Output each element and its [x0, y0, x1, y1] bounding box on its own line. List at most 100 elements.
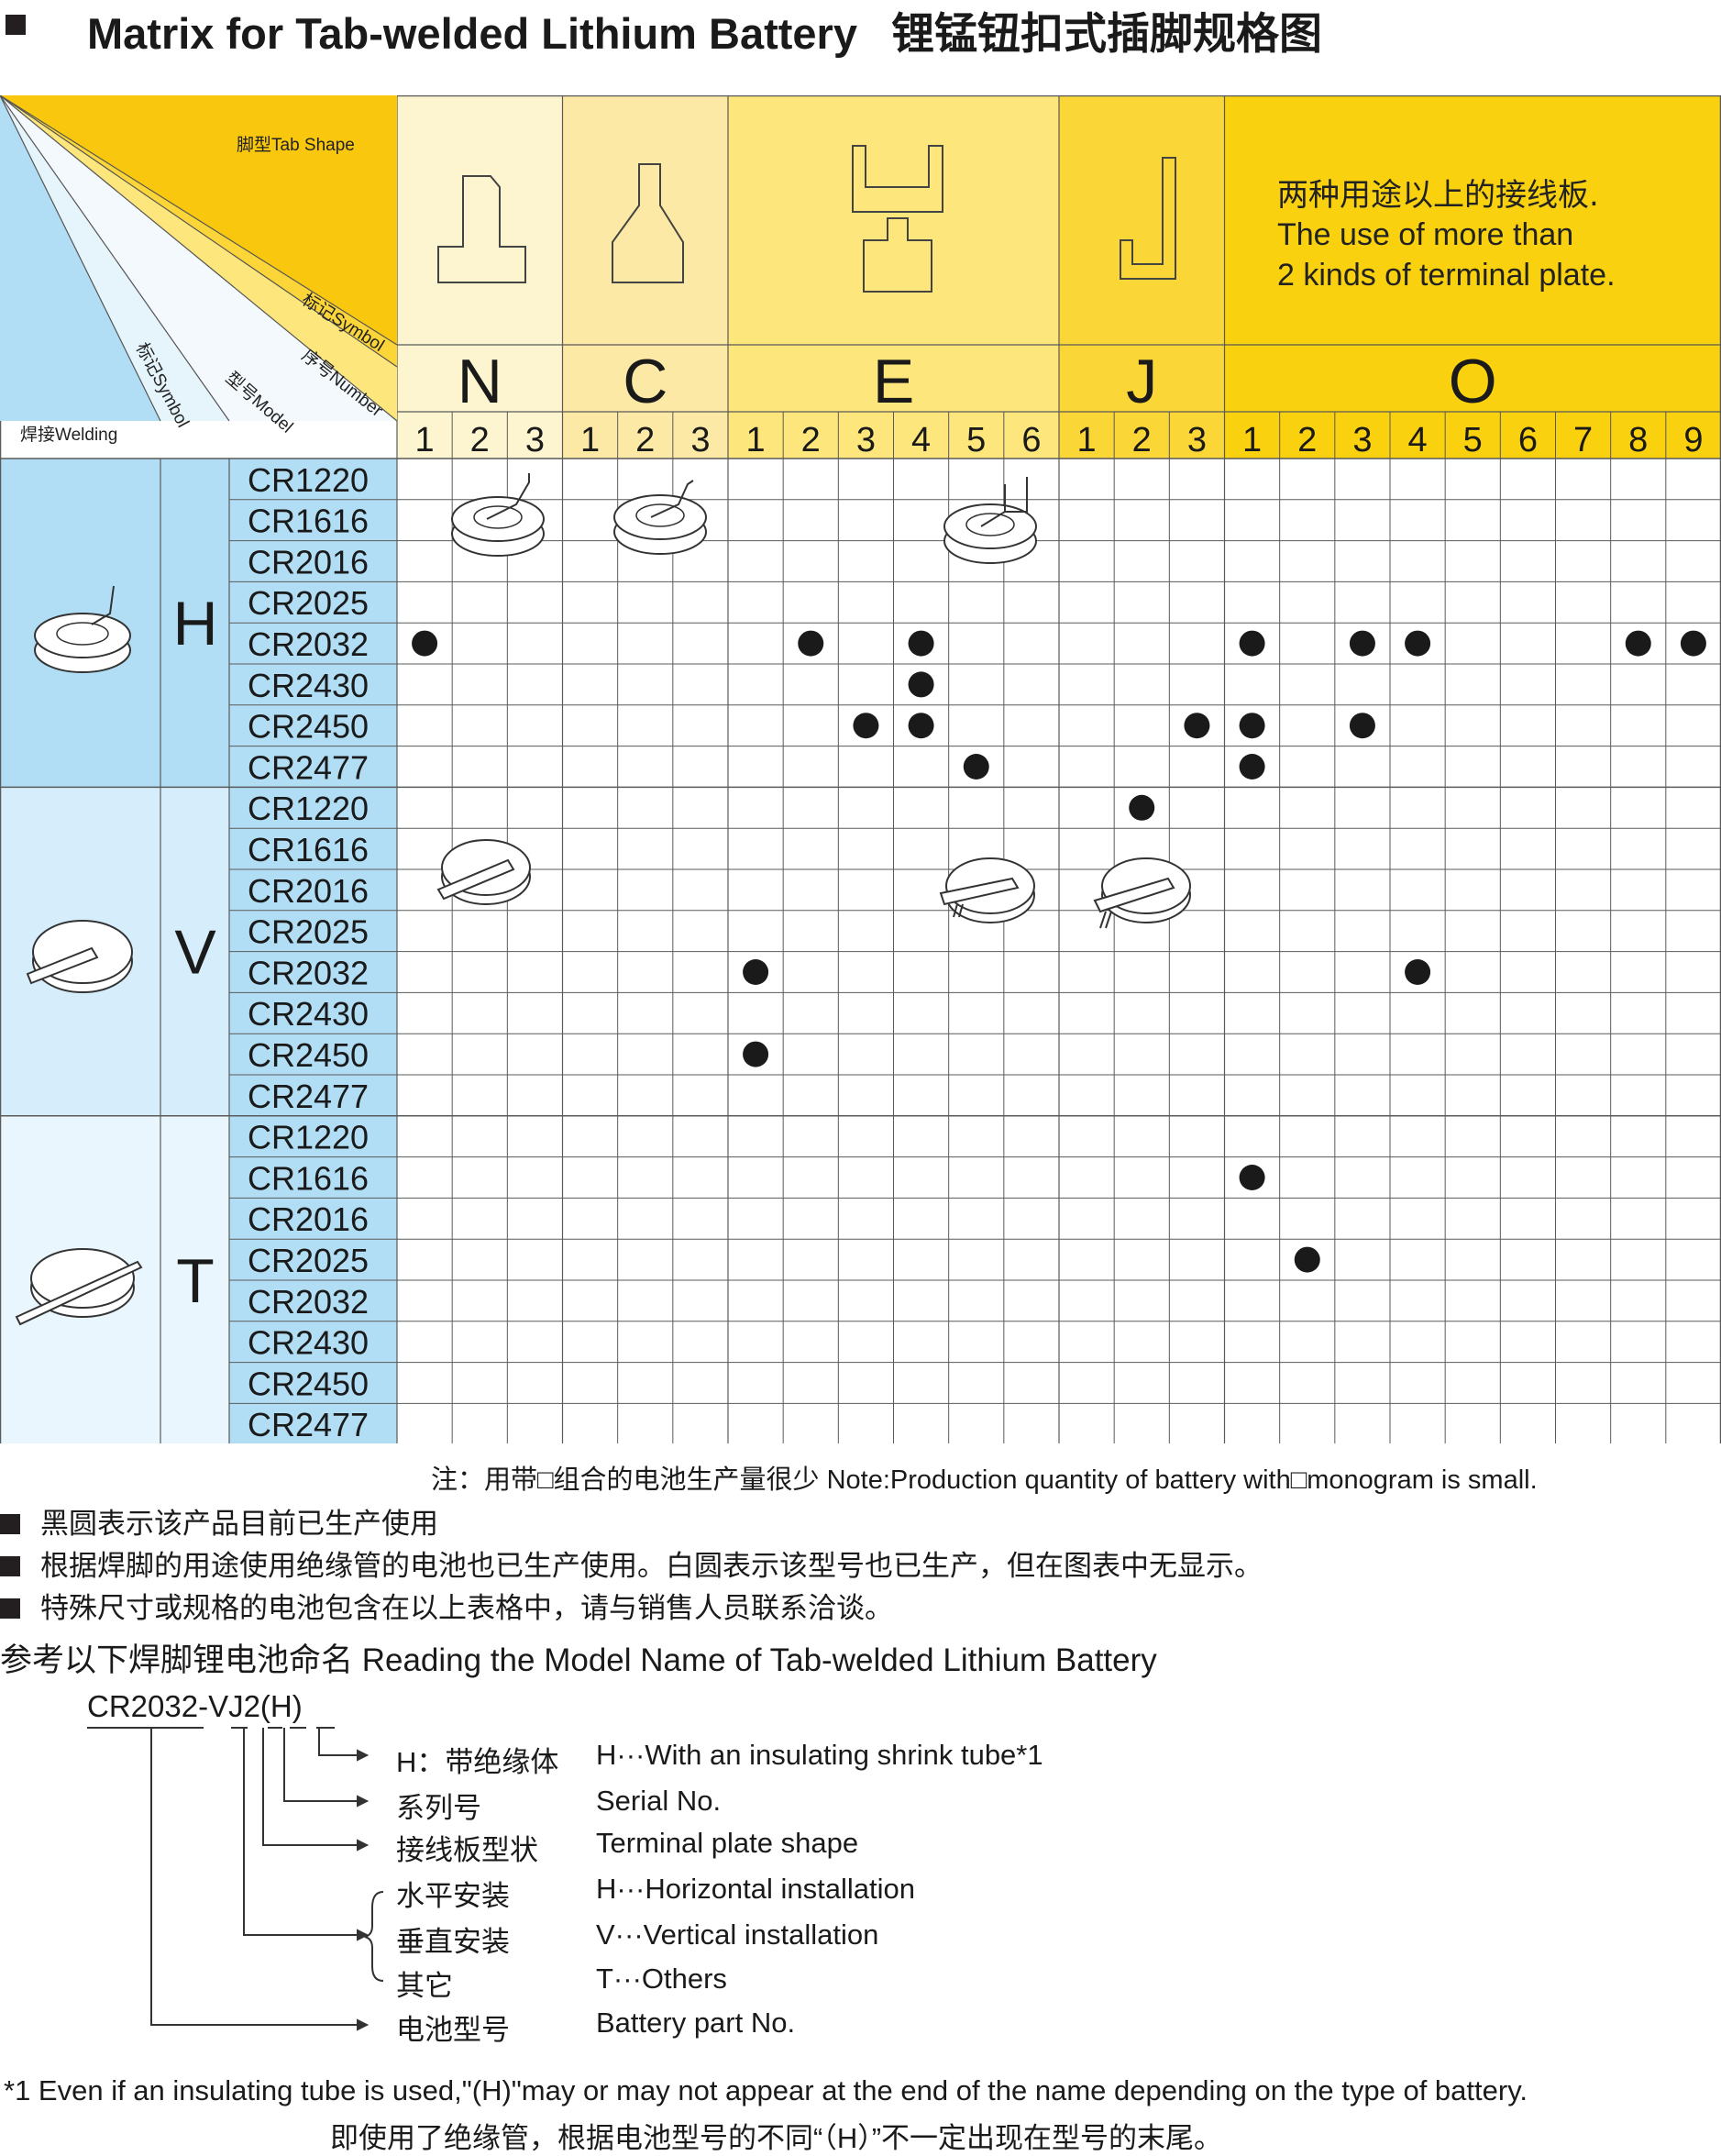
column-number: 2: [1132, 421, 1152, 459]
model-label: CR2032: [248, 625, 369, 663]
model-label: CR2032: [248, 954, 369, 991]
bullet-item-2: 根据焊脚的用途使用绝缘管的电池也已生产使用。白圆表示该型号也已生产，但在图表中无…: [0, 1542, 1263, 1584]
model-label: CR2025: [248, 913, 369, 951]
model-label: CR2450: [248, 1036, 369, 1074]
model-label: CR2450: [248, 1365, 369, 1402]
naming-item-en-2: Serial No.: [596, 1785, 721, 1818]
production-dot: [1350, 631, 1375, 657]
bullet-square-icon: [0, 1598, 20, 1619]
production-dot: [798, 631, 823, 657]
production-dot: [909, 631, 934, 657]
matrix-table: 脚型Tab Shape 标记Symbol 序号Number 型号Model 标记…: [0, 95, 1721, 1443]
battery-h-illustration-n-icon: [452, 473, 544, 556]
production-dot: [1681, 631, 1706, 657]
naming-item-en-5: V···Vertical installation: [596, 1918, 878, 1951]
column-number: 2: [470, 421, 490, 459]
section-symbol-v: V: [174, 918, 216, 988]
footnote-chinese: 即使用了绝缘管，根据电池型号的不同“（H）”不一定出现在型号的末尾。: [330, 2115, 1222, 2156]
column-number: 3: [1352, 421, 1372, 459]
model-label: CR2430: [248, 667, 369, 704]
footnote-english: *1 Even if an insulating tube is used,"(…: [4, 2074, 1528, 2107]
model-label: CR2025: [248, 1242, 369, 1279]
title-chinese: 锂锰钮扣式插脚规格图: [891, 9, 1322, 58]
bullet-item-1: 黑圆表示该产品目前已生产使用: [0, 1500, 438, 1542]
column-number: 2: [635, 421, 655, 459]
bullet-text-1: 黑圆表示该产品目前已生产使用: [40, 1508, 438, 1540]
page-title: Matrix for Tab-welded Lithium Battery 锂锰…: [87, 0, 1322, 61]
column-number: 5: [1463, 421, 1483, 459]
naming-item-en-1: H···With an insulating shrink tube*1: [596, 1739, 1043, 1772]
column-number: 1: [1077, 421, 1097, 459]
naming-item-en-6: T···Others: [596, 1963, 727, 1996]
model-label: CR2477: [248, 1078, 369, 1115]
naming-item-cn-1: H：带绝缘体: [396, 1739, 558, 1780]
model-label: CR1220: [248, 1119, 369, 1156]
production-dot: [1240, 1165, 1265, 1190]
production-dot: [1295, 1247, 1320, 1273]
header-welding-label: 焊接Welding: [20, 425, 117, 445]
column-number: 1: [580, 421, 600, 459]
naming-item-cn-4: 水平安装: [396, 1873, 510, 1914]
production-dot: [1350, 713, 1375, 738]
column-number: 1: [415, 421, 435, 459]
column-number: 3: [525, 421, 545, 459]
model-label: CR2430: [248, 995, 369, 1033]
production-dot: [1129, 795, 1154, 821]
naming-item-cn-3: 接线板型状: [396, 1827, 538, 1868]
column-number: 4: [911, 421, 931, 459]
model-label: CR2477: [248, 1406, 369, 1443]
naming-item-en-4: H···Horizontal installation: [596, 1873, 915, 1906]
battery-v-illustration-n-icon: [438, 840, 530, 904]
production-dot: [909, 671, 934, 697]
group-symbol-o: O: [1449, 347, 1497, 416]
column-number: 1: [746, 421, 766, 459]
column-number: 9: [1683, 421, 1703, 459]
column-number: 6: [1021, 421, 1041, 459]
production-dot: [1405, 959, 1430, 985]
production-dot: [909, 713, 934, 738]
battery-h-illustration-e-icon: [944, 477, 1036, 563]
group-symbol-j: J: [1126, 347, 1157, 416]
naming-item-en-3: Terminal plate shape: [596, 1827, 858, 1860]
header-tab-shape-label: 脚型Tab Shape: [237, 135, 355, 155]
column-number: 3: [1187, 421, 1207, 459]
group-symbol-e: E: [873, 347, 914, 416]
column-number: 2: [1297, 421, 1317, 459]
o-note-english-2: 2 kinds of terminal plate.: [1277, 258, 1616, 293]
naming-guide: 参考以下焊脚锂电池命名 Reading the Model Name of Ta…: [0, 1623, 1721, 2036]
title-square-icon: [6, 15, 26, 35]
o-note-chinese: 两种用途以上的接线板.: [1277, 177, 1599, 214]
column-number: 6: [1518, 421, 1538, 459]
production-dot: [964, 754, 989, 779]
naming-item-cn-6: 其它: [396, 1963, 453, 2004]
model-label: CR2032: [248, 1283, 369, 1321]
section-symbol-h: H: [172, 589, 217, 658]
battery-v-illustration-e-icon: [941, 858, 1034, 923]
group-symbol-c: C: [623, 347, 667, 416]
model-label: CR2430: [248, 1324, 369, 1362]
model-label: CR1616: [248, 831, 369, 868]
model-label: CR2477: [248, 748, 369, 786]
bullet-item-3: 特殊尺寸或规格的电池包含在以上表格中，请与销售人员联系洽谈。: [0, 1585, 893, 1626]
column-number: 3: [690, 421, 710, 459]
model-label: CR2450: [248, 708, 369, 746]
column-number: 8: [1628, 421, 1648, 459]
column-number: 1: [1242, 421, 1262, 459]
production-dot: [1240, 713, 1265, 738]
model-label: CR1616: [248, 1159, 369, 1197]
section-symbol-t: T: [176, 1246, 215, 1316]
bullet-square-icon: [0, 1556, 20, 1576]
model-label: CR1220: [248, 790, 369, 827]
production-dot: [853, 713, 878, 738]
model-label: CR2016: [248, 1200, 369, 1238]
group-symbol-n: N: [458, 347, 502, 416]
production-dot: [743, 1042, 768, 1067]
naming-connector-lines: [0, 1623, 385, 2045]
column-number: 7: [1573, 421, 1593, 459]
model-label: CR2025: [248, 584, 369, 622]
column-number: 3: [856, 421, 876, 459]
title-bar: Matrix for Tab-welded Lithium Battery 锂锰…: [0, 0, 1721, 55]
naming-item-en-7: Battery part No.: [596, 2007, 795, 2040]
bullet-text-2: 根据焊脚的用途使用绝缘管的电池也已生产使用。白圆表示该型号也已生产，但在图表中无…: [40, 1550, 1263, 1582]
production-dot: [1626, 631, 1651, 657]
